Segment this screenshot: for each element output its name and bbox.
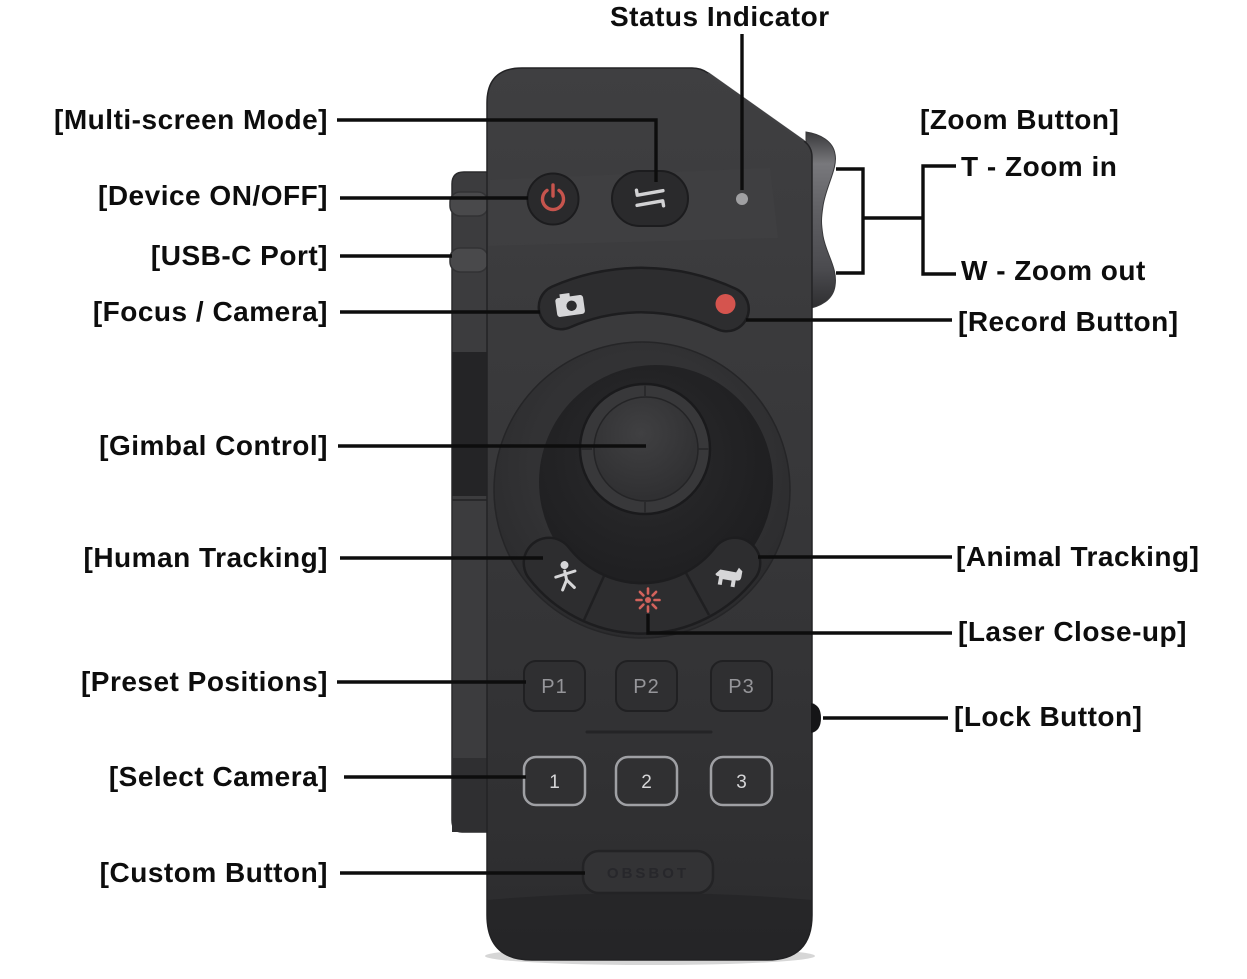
preset-button-p3[interactable]: P3 (710, 660, 773, 712)
label-human-tracking: [Human Tracking] (83, 542, 328, 573)
side-tab-top (449, 191, 489, 217)
joystick-notches (581, 385, 709, 513)
custom-button[interactable]: OBSBOT (581, 849, 715, 895)
chamfer-highlight (707, 72, 805, 142)
preset-button-p1[interactable]: P1 (523, 660, 586, 712)
label-zoom-button: [Zoom Button] (920, 104, 1120, 135)
bottom-arc-buttons[interactable] (522, 536, 762, 635)
svg-text:P3: P3 (728, 676, 754, 698)
line-multi-screen (337, 118, 658, 182)
human-tracking-icon (554, 561, 577, 592)
label-record-button: [Record Button] (958, 306, 1179, 337)
power-icon (540, 183, 566, 212)
label-focus-camera: [Focus / Camera] (92, 296, 328, 327)
multi-screen-icon (634, 188, 666, 208)
label-usb-c-port: [USB-C Port] (150, 240, 328, 271)
label-laser-closeup: [Laser Close-up] (958, 616, 1187, 647)
camera-button-1[interactable]: 1 (522, 755, 587, 807)
camera-button-3[interactable]: 3 (709, 755, 774, 807)
svg-text:P1: P1 (541, 676, 567, 698)
zoom-bracket-right (921, 164, 956, 276)
lock-button[interactable] (811, 703, 821, 733)
svg-text:3: 3 (736, 772, 747, 793)
preset-buttons: P1 P2 P3 (523, 660, 773, 712)
svg-text:1: 1 (549, 772, 560, 793)
label-select-camera: [Select Camera] (108, 761, 328, 792)
animal-tracking-icon (715, 567, 743, 588)
side-lower-panel (452, 758, 488, 832)
svg-text:P2: P2 (633, 676, 659, 698)
label-zoom-out: W - Zoom out (961, 255, 1146, 286)
status-indicator-led (736, 193, 748, 205)
multi-screen-button[interactable] (611, 170, 689, 227)
callout-lines (337, 34, 956, 875)
label-device-on-off: [Device ON/OFF] (98, 180, 328, 211)
arc-dividers (582, 572, 711, 621)
label-zoom-in: T - Zoom in (961, 151, 1118, 182)
laser-icon (635, 587, 661, 613)
power-button[interactable] (526, 172, 580, 226)
label-gimbal-control: [Gimbal Control] (99, 430, 328, 461)
usb-c-port[interactable] (449, 247, 489, 273)
preset-button-p2[interactable]: P2 (615, 660, 678, 712)
top-arc-buttons[interactable] (537, 266, 750, 333)
zoom-bracket-left (836, 167, 865, 275)
label-custom-button: [Custom Button] (99, 857, 328, 888)
label-multi-screen-mode: [Multi-screen Mode] (54, 104, 328, 135)
brand-marking: OBSBOT (607, 865, 689, 882)
zoom-rocker[interactable] (805, 131, 836, 310)
line-laser (646, 614, 952, 635)
side-recess (452, 352, 488, 496)
label-status-indicator: Status Indicator (610, 1, 830, 32)
camera-icon (555, 292, 585, 317)
record-dot-icon (715, 294, 736, 314)
camera-button-2[interactable]: 2 (614, 755, 679, 807)
label-animal-tracking: [Animal Tracking] (956, 541, 1200, 572)
joystick-cap[interactable] (593, 396, 699, 502)
bottom-shade (487, 893, 812, 960)
camera-select-buttons: 1 2 3 (522, 755, 774, 807)
label-preset-positions: [Preset Positions] (80, 666, 328, 697)
label-lock-button: [Lock Button] (954, 701, 1143, 732)
svg-text:2: 2 (641, 772, 652, 793)
